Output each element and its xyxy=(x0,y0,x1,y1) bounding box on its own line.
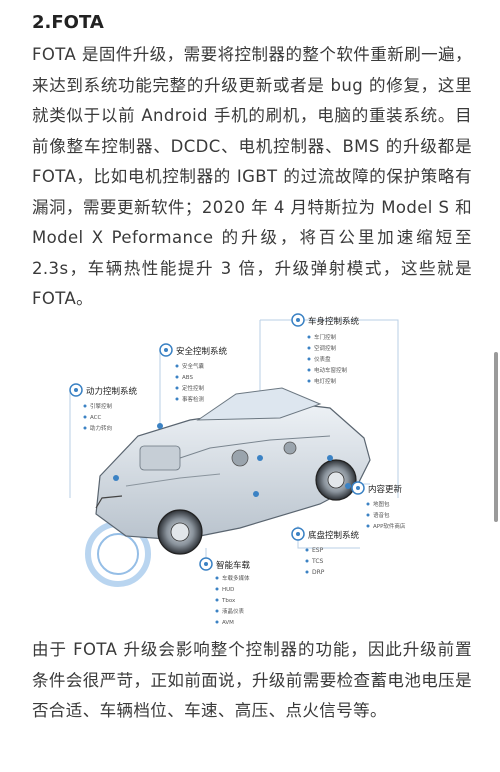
group-safety-item: 定性控制 xyxy=(182,384,205,392)
group-smart-vehicle: 智能车载 车载多媒体 HUD Tbox 液晶仪表 AVM xyxy=(199,557,251,626)
group-body-item: 仪表盘 xyxy=(314,355,331,363)
group-chassis-item: DRP xyxy=(312,569,325,576)
group-power-item: 助力转向 xyxy=(90,424,112,432)
group-safety-item: 事客检测 xyxy=(182,395,205,403)
group-chassis-control: 底盘控制系统 ESP TCS DRP xyxy=(291,527,360,576)
group-safety-title: 安全控制系统 xyxy=(176,346,228,357)
fota-intro-paragraph: FOTA 是固件升级，需要将控制器的整个软件重新刷一遍，来达到系统功能完整的升级… xyxy=(32,45,472,308)
fota-car-figure: 车身控制系统 车门控制 空调控制 仪表盘 电动车窗控制 电灯控制 安全控制系统 … xyxy=(30,308,470,628)
car-illustration xyxy=(95,387,371,555)
group-body-item: 空调控制 xyxy=(314,344,337,352)
group-content-item: 语音包 xyxy=(373,511,390,519)
group-content-item: 地图包 xyxy=(373,500,390,508)
fota-conditions-paragraph: 由于 FOTA 升级会影响整个控制器的功能，因此升级前置条件会很严苛，正如前面说… xyxy=(32,640,472,720)
group-safety-control: 安全控制系统 安全气囊 ABS 定性控制 事客检测 xyxy=(159,343,228,403)
group-body-title: 车身控制系统 xyxy=(308,316,360,327)
scrollbar[interactable] xyxy=(494,352,498,522)
group-body-control: 车身控制系统 车门控制 空调控制 仪表盘 电动车窗控制 电灯控制 xyxy=(291,313,360,385)
group-body-item: 车门控制 xyxy=(314,333,337,341)
group-power-item: ACC xyxy=(90,415,102,421)
group-smart-item: 液晶仪表 xyxy=(222,607,245,615)
group-smart-item: AVM xyxy=(222,620,234,626)
group-chassis-item: TCS xyxy=(311,558,324,565)
group-smart-item: 车载多媒体 xyxy=(222,574,250,582)
group-chassis-title: 底盘控制系统 xyxy=(308,530,360,541)
group-power-item: 引擎控制 xyxy=(90,402,113,410)
section-title: 2.FOTA xyxy=(32,12,104,33)
group-safety-item: ABS xyxy=(182,375,193,381)
group-safety-item: 安全气囊 xyxy=(182,362,205,370)
group-smart-item: Tbox xyxy=(221,598,236,604)
group-power-title: 动力控制系统 xyxy=(86,386,138,397)
group-content-title: 内容更新 xyxy=(368,484,403,495)
group-smart-title: 智能车载 xyxy=(216,560,251,571)
group-content-update: 内容更新 地图包 语音包 APP软件商店 xyxy=(351,481,406,530)
group-body-item: 电动车窗控制 xyxy=(314,366,348,374)
group-power-control: 动力控制系统 引擎控制 ACC 助力转向 xyxy=(69,383,138,432)
group-smart-item: HUD xyxy=(222,587,234,593)
anchor-dots xyxy=(113,423,351,497)
group-chassis-item: ESP xyxy=(312,547,324,554)
group-content-item: APP软件商店 xyxy=(373,522,406,530)
group-body-item: 电灯控制 xyxy=(314,377,337,385)
